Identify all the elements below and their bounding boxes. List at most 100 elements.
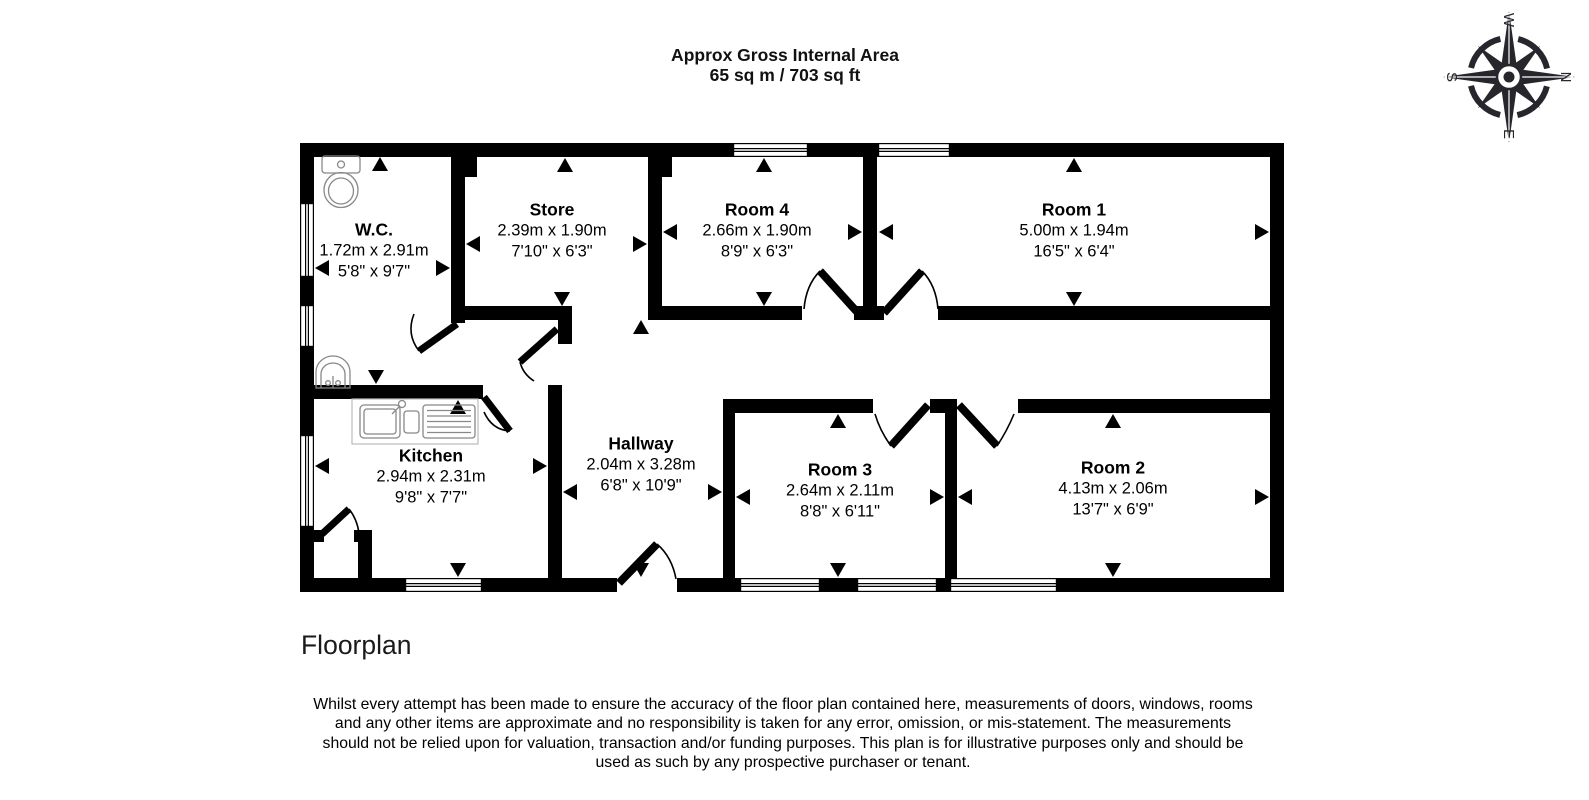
room-name: Hallway — [608, 433, 674, 454]
wall-room4-left-stub — [648, 143, 672, 177]
wall-room2-top — [1018, 399, 1284, 413]
arrow-down-room4 — [756, 292, 772, 306]
arrow-left-hallway — [563, 484, 577, 500]
door-leaf-cupboard — [319, 506, 352, 537]
wall-store-bottom — [451, 306, 572, 320]
room-imperial: 16'5" x 6'4" — [1033, 242, 1115, 261]
arrow-right-room3 — [930, 489, 944, 505]
arrow-right-room2 — [1255, 489, 1269, 505]
compass-e-label: E — [1500, 129, 1517, 139]
wall-wc-store-stub — [451, 143, 477, 177]
door-leaf-room4 — [817, 268, 861, 316]
room-label-room2: Room 2 4.13m x 2.06m 13'7" x 6'9" — [1058, 458, 1167, 521]
arrow-up-room4 — [756, 158, 772, 172]
room-metric: 2.39m x 1.90m — [497, 221, 607, 240]
room-label-hallway: Hallway 2.04m x 3.28m 6'8" x 10'9" — [586, 434, 695, 497]
wall-cupboard-left — [314, 530, 324, 542]
room-metric: 2.64m x 2.11m — [786, 481, 894, 500]
title-line1: Approx Gross Internal Area — [671, 45, 899, 65]
door-arc-wc — [410, 313, 420, 352]
wall-room4-left — [648, 143, 662, 320]
room-name: Kitchen — [398, 445, 464, 466]
arrow-down-hallway — [633, 563, 649, 577]
wall-room3-top — [723, 399, 873, 413]
room-metric: 2.66m x 1.90m — [702, 221, 812, 240]
toilet-icon — [321, 155, 361, 209]
page-title: Approx Gross Internal Area 65 sq m / 703… — [671, 45, 899, 85]
door-leaf-kitchen — [481, 394, 513, 434]
wall-cupboard-vertical — [358, 530, 372, 578]
room-name: Room 2 — [1080, 457, 1146, 478]
arrow-up-room1 — [1066, 158, 1082, 172]
kitchen-sink-icon — [351, 398, 479, 445]
window-left-wc-upper — [300, 203, 315, 278]
wall-room3-room2-divider — [945, 399, 957, 578]
wall-room4-room1-divider — [863, 143, 877, 320]
wc-sink-icon — [315, 355, 351, 389]
arrow-up-room3 — [830, 414, 846, 428]
door-leaf-room2 — [956, 402, 1000, 449]
door-leaf-room1 — [881, 268, 925, 316]
floorplan-doors — [319, 268, 1015, 593]
room-metric: 1.72m x 2.91m — [319, 241, 429, 260]
door-arc-room4 — [803, 270, 821, 310]
wall-store-stub-down — [558, 306, 572, 344]
wall-outer-right — [1270, 143, 1284, 592]
wall-divider-base-stub — [854, 306, 884, 320]
arrow-down-kitchen — [450, 563, 466, 577]
room-label-wc: W.C. 1.72m x 2.91m 5'8" x 9'7" — [319, 220, 428, 283]
disclaimer-text: Whilst every attempt has been made to en… — [313, 696, 1253, 771]
room-metric: 5.00m x 1.94m — [1019, 221, 1129, 240]
room-imperial: 8'8" x 6'11" — [799, 502, 881, 521]
door-arc-room2 — [996, 413, 1015, 447]
arrow-left-room4 — [663, 224, 677, 240]
arrow-up-hallway — [633, 320, 649, 334]
room-name: W.C. — [355, 219, 393, 240]
room-label-store: Store 2.39m x 1.90m 7'10" x 6'3" — [497, 200, 606, 263]
room-name: Room 3 — [807, 459, 873, 480]
window-bottom-room2 — [949, 577, 1057, 592]
door-arc-room3 — [874, 413, 892, 447]
room-imperial: 6'8" x 10'9" — [600, 476, 682, 495]
room-imperial: 13'7" x 6'9" — [1072, 500, 1154, 519]
arrow-up-kitchen — [450, 400, 466, 414]
room-name: Room 4 — [724, 199, 790, 220]
title-line2: 65 sq m / 703 sq ft — [709, 64, 861, 85]
front-door-opening — [617, 577, 677, 593]
door-arc-front — [656, 543, 677, 580]
door-arc-cupboard — [348, 508, 360, 534]
wall-wc-kitchen-divider — [300, 385, 483, 399]
arrow-left-kitchen — [315, 458, 329, 474]
room-imperial: 8'9" x 6'3" — [720, 242, 794, 261]
window-bottom-kitchen — [405, 577, 483, 592]
floorplan-windows — [300, 143, 1057, 592]
arrow-left-room3 — [736, 489, 750, 505]
arrow-right-room1 — [1255, 224, 1269, 240]
arrow-left-store — [466, 236, 480, 252]
arrow-right-wc — [436, 260, 450, 276]
room-imperial: 9'8" x 7'7" — [394, 488, 468, 507]
compass-s-label: S — [1443, 72, 1460, 82]
dimension-arrows — [315, 157, 1269, 577]
door-leaf-lobby — [517, 326, 560, 365]
wall-room1-bottom — [938, 306, 1284, 320]
window-top-room1 — [877, 143, 950, 158]
window-top-room4 — [732, 143, 808, 158]
arrow-down-wc — [368, 370, 384, 384]
door-arc-kitchen — [483, 411, 511, 432]
wall-wc-store — [451, 143, 465, 323]
arrow-right-kitchen — [533, 458, 547, 474]
arrow-down-store — [554, 292, 570, 306]
room-name: Store — [529, 199, 575, 220]
window-left-wc-lower — [300, 305, 315, 348]
room-label-room1: Room 1 5.00m x 1.94m 16'5" x 6'4" — [1019, 200, 1128, 263]
room-imperial: 7'10" x 6'3" — [511, 242, 593, 261]
door-arc-room1 — [921, 270, 939, 310]
arrow-up-room2 — [1105, 414, 1121, 428]
room-metric: 2.04m x 3.28m — [586, 455, 696, 474]
compass-n-label: N — [1557, 72, 1574, 83]
room-metric: 4.13m x 2.06m — [1058, 479, 1168, 498]
wall-kitchen-right — [548, 385, 562, 578]
arrow-down-room3 — [830, 563, 846, 577]
arrow-up-wc — [372, 157, 388, 171]
